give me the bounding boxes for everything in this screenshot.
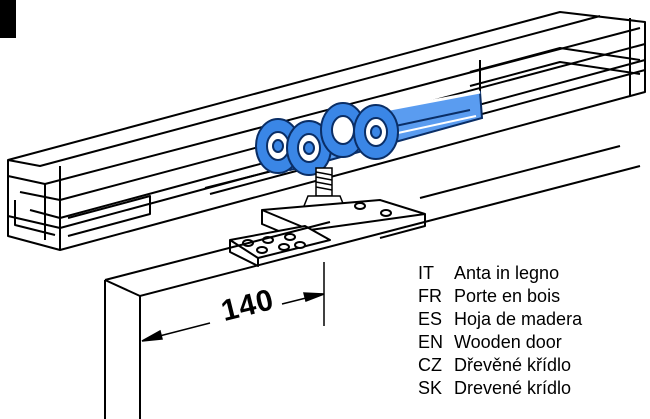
legend-text: Anta in legno — [454, 263, 560, 283]
legend-row-en: EN Wooden door — [418, 331, 582, 354]
legend-code: IT — [418, 263, 434, 283]
legend-code: FR — [418, 286, 442, 306]
legend-text: Wooden door — [454, 332, 562, 352]
mounting-bracket — [229, 199, 426, 267]
legend-code: EN — [418, 332, 444, 352]
legend-code: CZ — [418, 355, 442, 375]
legend-row-it: IT Anta in legno — [418, 262, 582, 285]
legend-code: SK — [418, 378, 443, 398]
legend-text: Porte en bois — [454, 286, 561, 306]
dimension-lines — [141, 262, 325, 342]
legend-row-fr: FR Porte en bois — [418, 285, 582, 308]
legend-row-cz: CZ Dřevěné křídlo — [418, 354, 582, 377]
legend-row-sk: SK Drevené krídlo — [418, 377, 582, 400]
roller-carriage — [255, 90, 484, 176]
language-legend: IT Anta in legno FR Porte en bois ES Hoja d… — [418, 262, 582, 400]
corner-mark — [0, 0, 16, 38]
legend-row-es: ES Hoja de madera — [418, 308, 582, 331]
legend-text: Drevené krídlo — [454, 378, 572, 398]
legend-text: Hoja de madera — [454, 309, 583, 329]
wooden-door — [104, 145, 641, 419]
legend-text: Dřevěné křídlo — [454, 355, 572, 375]
legend-code: ES — [418, 309, 443, 329]
